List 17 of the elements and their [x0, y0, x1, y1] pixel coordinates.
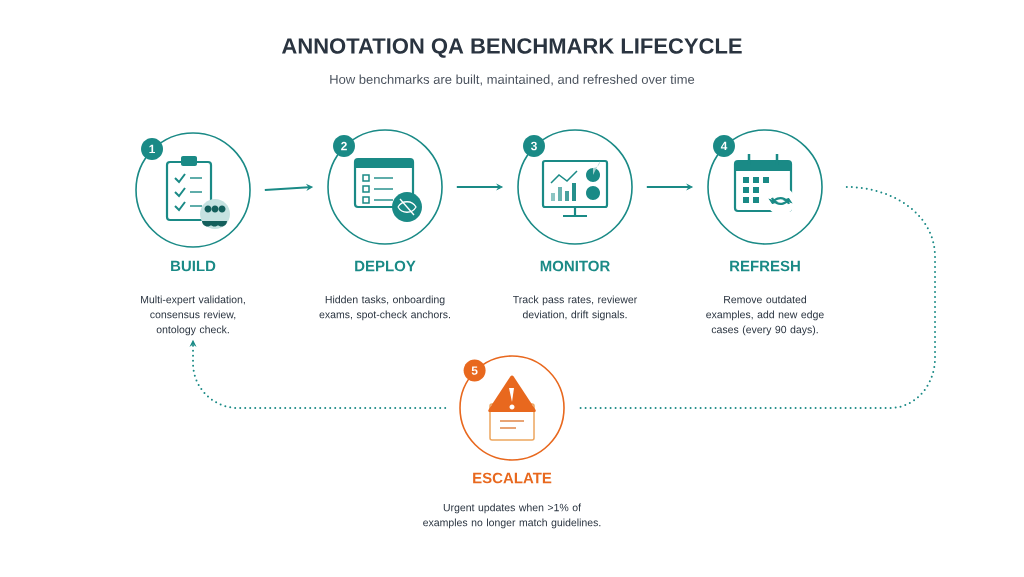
step-description: Remove outdated examples, add new edge cases (every 90 days). [706, 295, 824, 336]
title: ANNOTATION QA BENCHMARK LIFECYCLE [282, 38, 742, 58]
step-description: Multi-expert validation, consensus review, ontology check. [141, 295, 245, 336]
step-heading: BUILD [171, 260, 216, 272]
step-heading: REFRESH [730, 260, 800, 272]
number-badge: 4 [713, 135, 735, 157]
step-heading: MONITOR [540, 260, 610, 272]
number-badge: 5 [463, 359, 486, 382]
step-description: Hidden tasks, onboarding exams, spot-check anchors. [319, 295, 450, 321]
number-badge: 2 [333, 135, 355, 157]
step-description: Urgent updates when >1% of examples no longer match guidelines. [423, 503, 601, 529]
number-badge: 1 [141, 138, 163, 160]
step-heading: ESCALATE [473, 472, 552, 484]
step-heading: DEPLOY [355, 260, 416, 272]
subtitle: How benchmarks are built, maintained, and refreshed over time [330, 74, 695, 86]
number-badge: 3 [523, 135, 545, 157]
step-description: Track pass rates, reviewer deviation, drift signals. [513, 295, 638, 321]
